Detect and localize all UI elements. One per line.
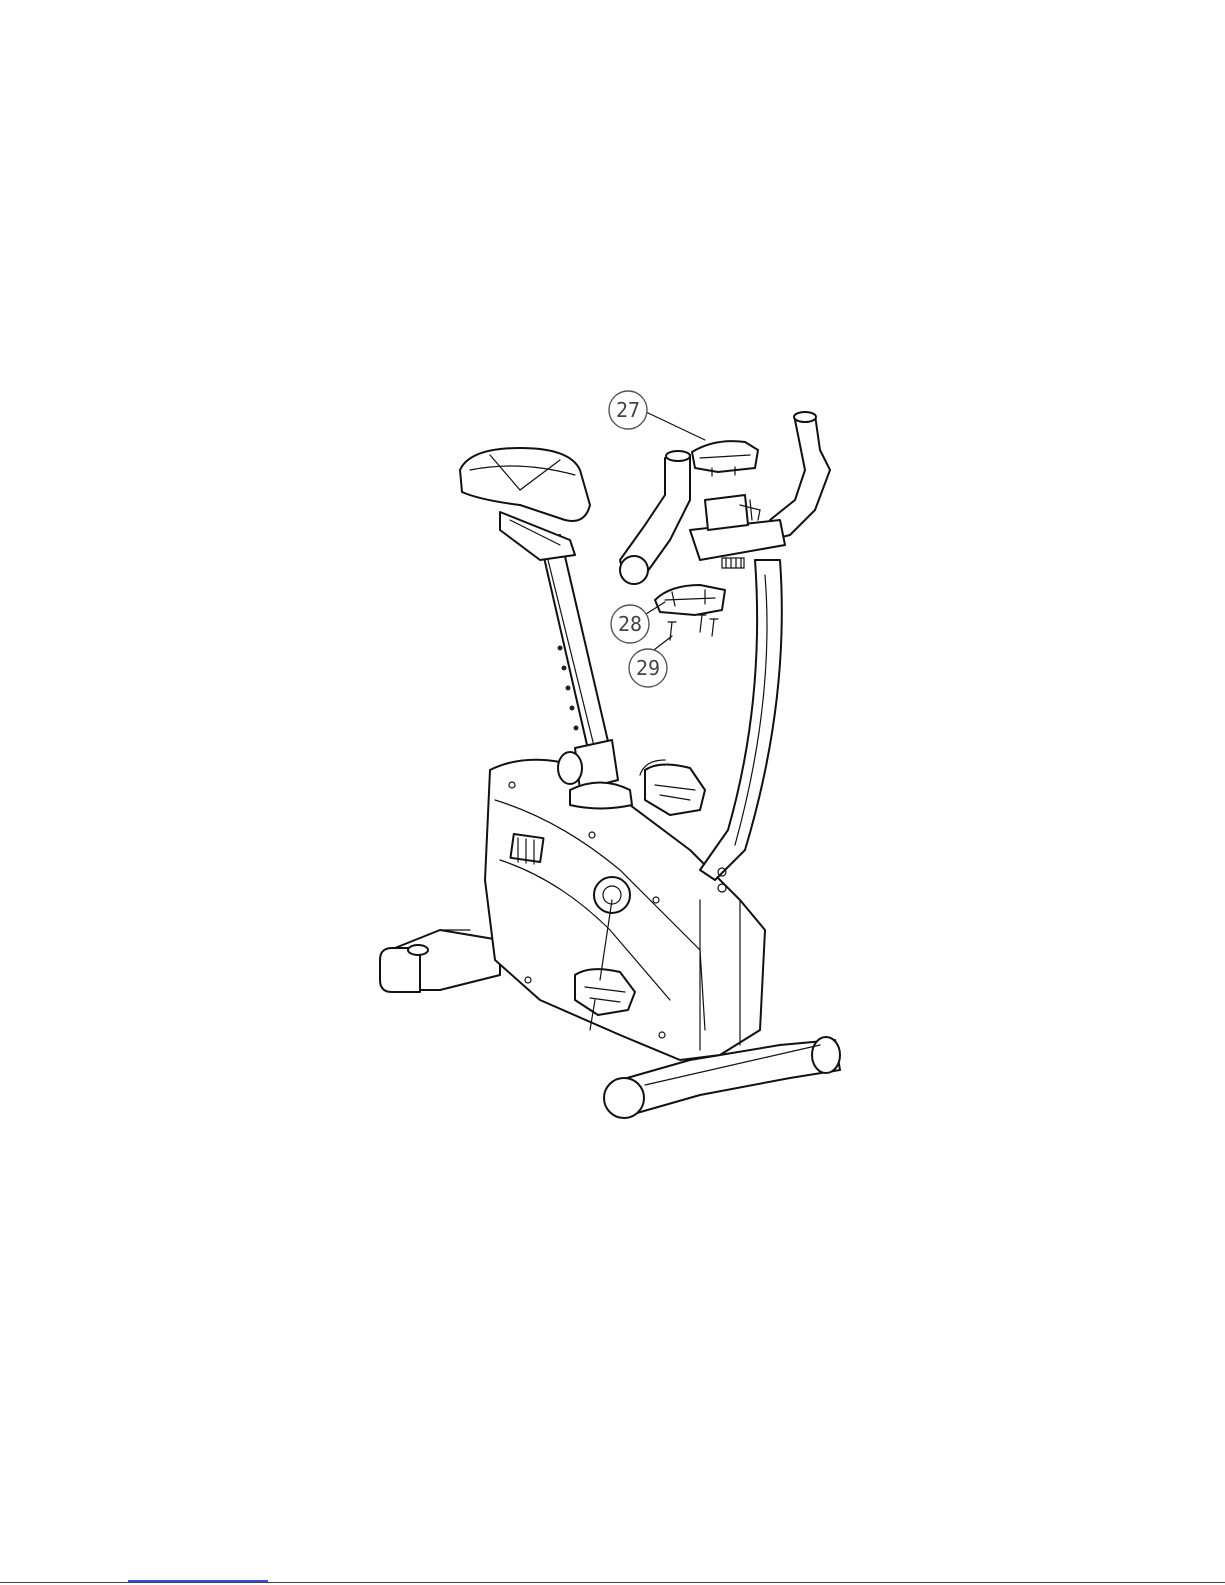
callout-27: 27 (609, 391, 647, 429)
callout-28: 28 (611, 605, 649, 643)
handlebars (620, 412, 830, 584)
footer-link-underline[interactable] (128, 1580, 268, 1582)
console-bottom-cover-part-28 (655, 585, 725, 615)
front-stabilizer (380, 930, 500, 992)
screws-part-29 (668, 615, 718, 640)
callout-label-28: 28 (618, 612, 642, 636)
callout-label-27: 27 (616, 398, 640, 422)
footer-rule (0, 1582, 1225, 1583)
seat (460, 448, 590, 560)
left-pedal (640, 760, 705, 815)
console-top-cover-part-27 (692, 441, 758, 476)
callout-label-29: 29 (636, 656, 660, 680)
callout-29: 29 (629, 649, 667, 687)
leader-line-27 (646, 412, 705, 440)
